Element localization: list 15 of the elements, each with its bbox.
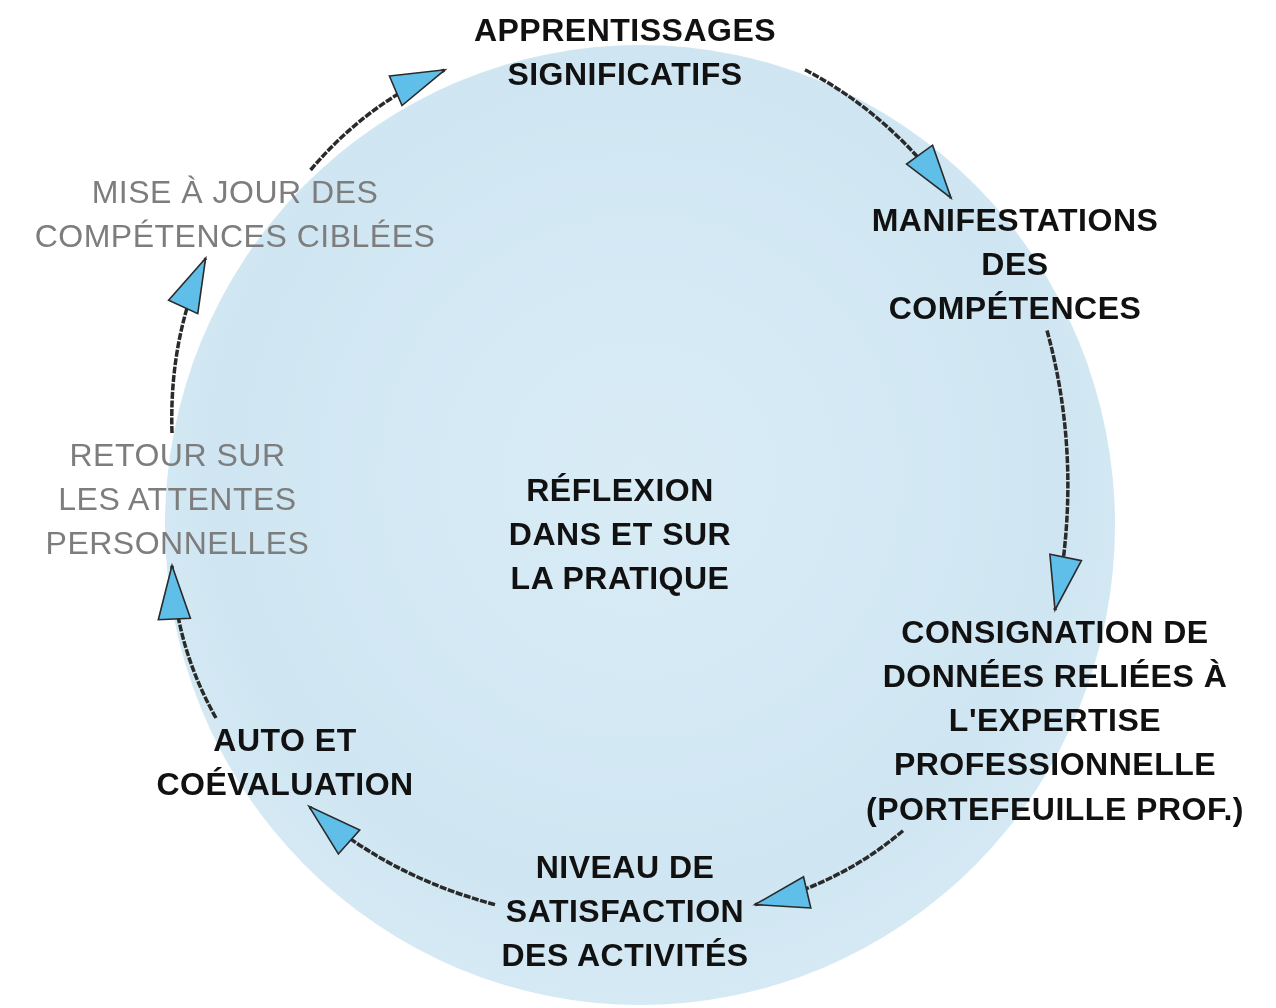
cycle-step-label: MISE À JOUR DES COMPÉTENCES CIBLÉES [25, 170, 445, 259]
cycle-arrow [309, 68, 446, 172]
cycle-arrow [1045, 330, 1082, 611]
cycle-arrow [158, 564, 218, 719]
cycle-arrow [168, 257, 208, 434]
cycle-step-label: AUTO ET COÉVALUATION [135, 718, 435, 807]
cycle-arrow [804, 68, 953, 200]
cycle-step-label: NIVEAU DE SATISFACTION DES ACTIVITÉS [495, 845, 755, 978]
cycle-step-label: APPRENTISSAGES SIGNIFICATIFS [445, 8, 805, 97]
center-label: RÉFLEXION DANS ET SUR LA PRATIQUE [485, 468, 755, 601]
cycle-arrow [307, 805, 496, 907]
cycle-step-label: CONSIGNATION DE DONNÉES RELIÉES À L'EXPERTISE PROFESSIONNELLE (PORTEFEUILLE PROF.) [855, 610, 1255, 831]
cycle-arrow [754, 829, 905, 908]
cycle-step-label: MANIFESTATIONS DES COMPÉTENCES [855, 198, 1175, 331]
cycle-step-label: RETOUR SUR LES ATTENTES PERSONNELLES [40, 433, 315, 566]
